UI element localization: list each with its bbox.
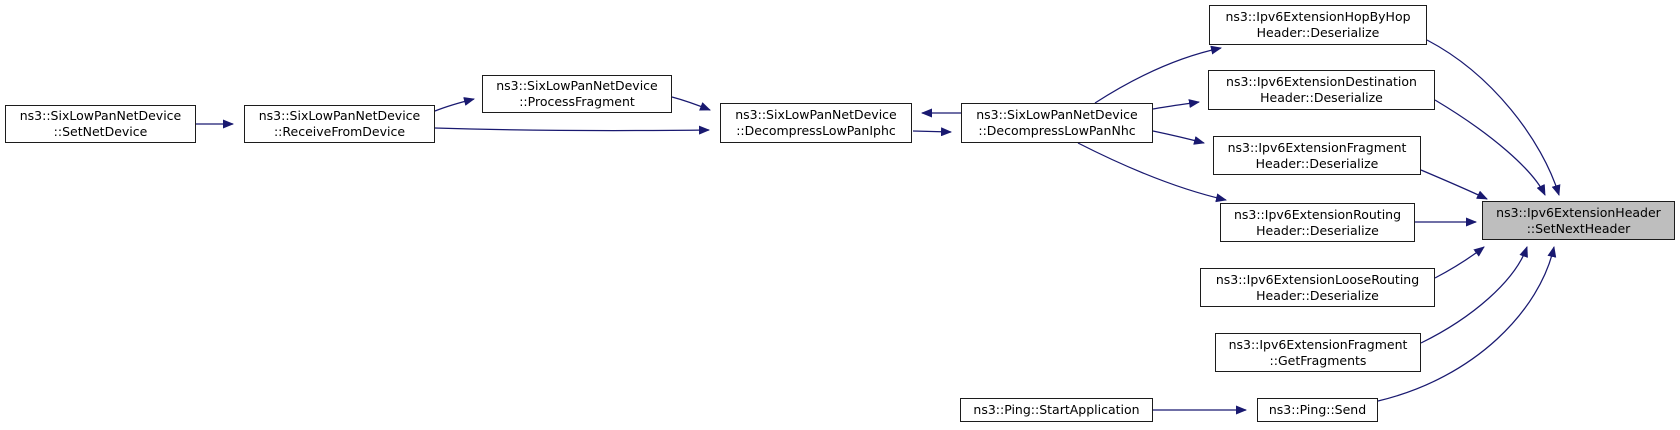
node-label-line: ns3::Ipv6ExtensionFragment	[1227, 139, 1407, 155]
node-ipv6extensionfragment-getfragments[interactable]: ns3::Ipv6ExtensionFragment ::GetFragment…	[1215, 333, 1421, 372]
node-ping-send[interactable]: ns3::Ping::Send	[1257, 398, 1378, 422]
edge-looserouting-to-setnextheader	[1434, 246, 1485, 279]
node-sixlowpan-decompresslowpaniphc[interactable]: ns3::SixLowPanNetDevice ::DecompressLowP…	[720, 103, 912, 143]
node-label-line: Header::Deserialize	[1256, 222, 1379, 238]
node-ipv6extensionlooserouting-deserialize[interactable]: ns3::Ipv6ExtensionLooseRouting Header::D…	[1200, 268, 1435, 307]
node-sixlowpan-receivefromdevice[interactable]: ns3::SixLowPanNetDevice ::ReceiveFromDev…	[244, 105, 435, 143]
node-label-line: Header::Deserialize	[1256, 25, 1380, 40]
node-label-line: ns3::SixLowPanNetDevice	[735, 107, 897, 122]
node-label-line: ::GetFragments	[1269, 352, 1367, 368]
node-ipv6extensionfragment-deserialize[interactable]: ns3::Ipv6ExtensionFragment Header::Deser…	[1213, 136, 1421, 175]
node-label-line: ns3::SixLowPanNetDevice	[19, 108, 182, 123]
node-label-line: ::SetNextHeader	[1526, 220, 1631, 236]
node-label-line: Header::Deserialize	[1256, 287, 1379, 303]
node-label-line: ns3::Ping::Send	[1268, 402, 1367, 417]
node-label-line: Header::Deserialize	[1260, 90, 1383, 105]
node-label-line: ns3::SixLowPanNetDevice	[258, 108, 421, 123]
edge-getfragments-to-setnextheader	[1420, 246, 1528, 344]
edge-receivefromdevice-to-decompressiphc	[434, 125, 710, 135]
node-label-line: ns3::Ipv6ExtensionFragment	[1228, 336, 1408, 352]
node-label-line: ::SetNetDevice	[53, 124, 148, 139]
edge-decompressnhc-to-hopbyhop	[1094, 45, 1222, 104]
edge-decompressiphc-to-decompressnhc	[912, 127, 952, 137]
node-label-line: ns3::SixLowPanNetDevice	[976, 107, 1138, 122]
node-label-line: ns3::SixLowPanNetDevice	[496, 78, 658, 93]
node-label-line: ns3::Ping::StartApplication	[973, 402, 1140, 417]
node-label-line: Header::Deserialize	[1255, 155, 1379, 171]
node-label-line: ns3::Ipv6ExtensionRouting	[1233, 206, 1402, 222]
node-label-line: ::DecompressLowPanIphc	[736, 123, 896, 138]
node-label-line: ::DecompressLowPanNhc	[978, 123, 1136, 138]
node-label-line: ::ReceiveFromDevice	[273, 124, 406, 139]
node-label-line: ns3::Ipv6ExtensionHeader	[1496, 204, 1661, 220]
node-label-line: ns3::Ipv6ExtensionLooseRouting	[1215, 271, 1420, 287]
edge-decompressnhc-to-fragmentdeserialize	[1152, 130, 1205, 145]
node-label-line: ns3::Ipv6ExtensionHopByHop	[1225, 9, 1411, 24]
edge-receivefromdevice-to-processfragment	[434, 97, 475, 112]
node-sixlowpan-processfragment[interactable]: ns3::SixLowPanNetDevice ::ProcessFragmen…	[482, 75, 672, 113]
node-ipv6extensionheader-setnextheader: ns3::Ipv6ExtensionHeader ::SetNextHeader	[1482, 201, 1675, 240]
edge-fragmentdeserialize-to-setnextheader	[1420, 169, 1488, 200]
node-ipv6extensionhopbyhop-deserialize[interactable]: ns3::Ipv6ExtensionHopByHop Header::Deser…	[1209, 5, 1427, 45]
edge-decompressnhc-to-destination	[1152, 99, 1200, 110]
edge-hopbyhop-to-setnextheader	[1426, 39, 1561, 196]
edge-decompressnhc-to-routingdeserialize	[1077, 142, 1227, 203]
node-ping-startapplication[interactable]: ns3::Ping::StartApplication	[960, 398, 1153, 422]
node-ipv6extensionrouting-deserialize[interactable]: ns3::Ipv6ExtensionRouting Header::Deseri…	[1220, 203, 1415, 242]
edge-processfragment-to-decompressiphc	[671, 96, 711, 111]
node-label-line: ns3::Ipv6ExtensionDestination	[1226, 74, 1417, 89]
edge-pingsend-to-setnextheader	[1377, 246, 1557, 402]
node-ipv6extensiondestination-deserialize[interactable]: ns3::Ipv6ExtensionDestination Header::De…	[1208, 70, 1435, 110]
node-sixlowpan-decompresslowpannhc[interactable]: ns3::SixLowPanNetDevice ::DecompressLowP…	[961, 103, 1153, 143]
edge-destination-to-setnextheader	[1434, 99, 1546, 196]
node-label-line: ::ProcessFragment	[519, 94, 635, 109]
node-sixlowpan-setnetdevice[interactable]: ns3::SixLowPanNetDevice ::SetNetDevice	[5, 105, 196, 143]
